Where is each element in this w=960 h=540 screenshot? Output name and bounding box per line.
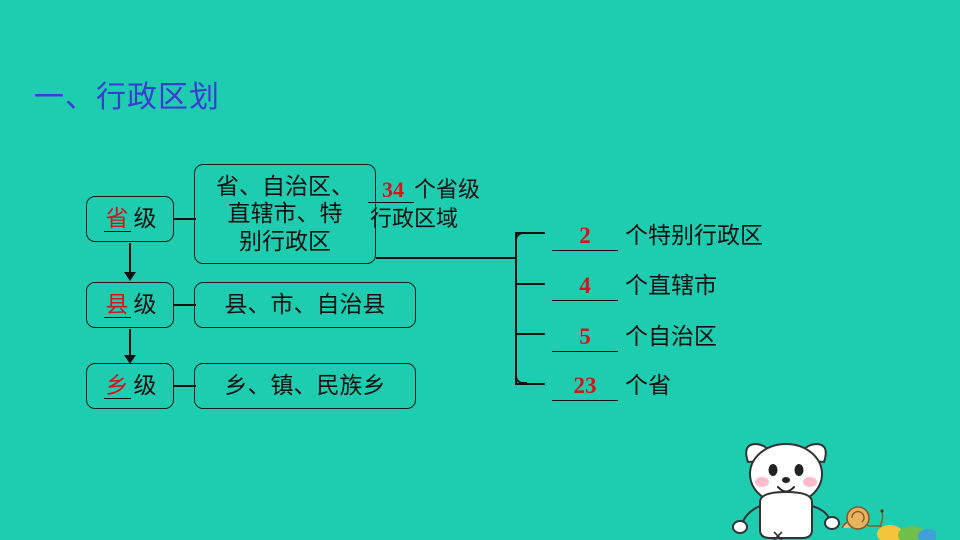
county-content-box: 县、市、自治县: [194, 282, 416, 328]
county-level-red-label: 县: [103, 291, 131, 319]
bracket-tick-4: [515, 383, 545, 385]
breakdown-item-3: 5 个自治区: [552, 317, 717, 352]
dog-mascot-icon: [732, 442, 840, 540]
bracket-tick-1: [515, 232, 545, 234]
bracket-spine: [515, 232, 517, 384]
breakdown-item-1: 2 个特别行政区: [552, 216, 763, 251]
bracket-cap-top: [515, 232, 527, 244]
town-level-suffix: 级: [133, 373, 157, 399]
total-count-unit-line2: 行政区域: [370, 205, 459, 231]
total-count-number: 34: [368, 177, 414, 203]
town-content-box: 乡、镇、民族乡: [194, 363, 416, 409]
county-level-box: 县级: [86, 282, 174, 328]
grass-icon: [877, 525, 936, 540]
town-level-red-label: 乡: [103, 372, 131, 400]
breakdown-label-1: 个特别行政区: [625, 223, 763, 248]
bracket-tick-3: [515, 333, 545, 335]
town-connector: [174, 385, 196, 387]
province-level-box: 省级: [86, 196, 174, 242]
breakdown-number-4: 23: [552, 373, 618, 401]
province-connector: [174, 218, 196, 220]
breakdown-item-2: 4 个直辖市: [552, 266, 717, 301]
bracket-tick-2: [515, 283, 545, 285]
breakdown-number-1: 2: [552, 223, 618, 251]
province-content-box: 省、自治区、 直辖市、特 别行政区: [194, 164, 376, 264]
town-level-box: 乡级: [86, 363, 174, 409]
breakdown-label-4: 个省: [625, 373, 671, 398]
bracket-stem: [376, 257, 516, 259]
breakdown-number-3: 5: [552, 324, 618, 352]
breakdown-label-3: 个自治区: [625, 324, 717, 349]
county-connector: [174, 304, 196, 306]
breakdown-item-4: 23 个省: [552, 366, 671, 401]
county-level-suffix: 级: [133, 292, 157, 318]
snail-icon: [841, 506, 884, 530]
breakdown-number-2: 4: [552, 273, 618, 301]
bracket-cap-bottom: [515, 372, 527, 384]
total-count-unit-line1: 个省级: [414, 177, 481, 202]
page-title: 一、行政区划: [34, 81, 220, 114]
arrow-province-to-county: [124, 243, 136, 281]
arrow-county-to-town: [124, 329, 136, 364]
province-level-red-label: 省: [103, 205, 131, 233]
province-level-suffix: 级: [133, 206, 157, 232]
breakdown-label-2: 个直辖市: [625, 273, 717, 298]
